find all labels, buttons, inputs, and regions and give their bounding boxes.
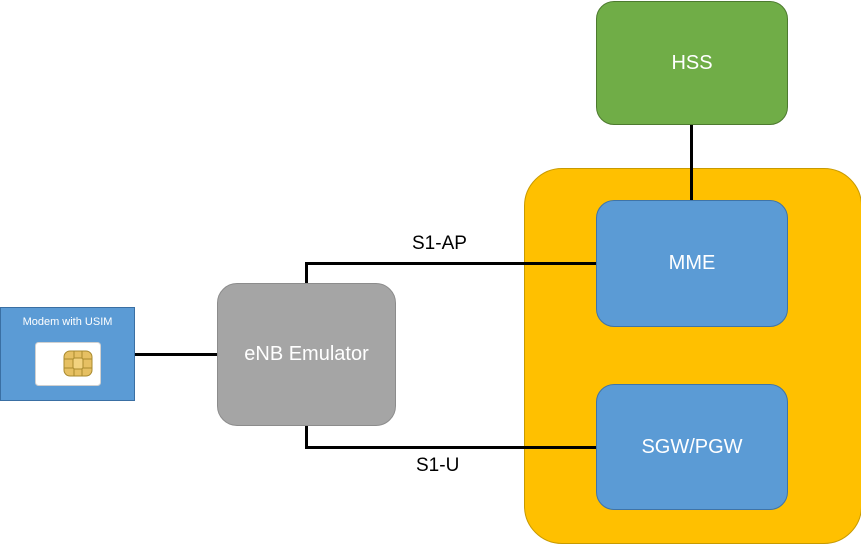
mme-node: MME — [596, 200, 788, 327]
sgw-pgw-label: SGW/PGW — [641, 435, 743, 458]
hss-label: HSS — [671, 51, 713, 74]
s1-ap-link-horizontal — [305, 262, 596, 265]
enb-emulator-label: eNB Emulator — [244, 343, 369, 365]
s1-u-label: S1-U — [416, 455, 460, 476]
sim-card-icon — [35, 342, 101, 386]
hss-node: HSS — [596, 1, 788, 125]
s1-ap-label: S1-AP — [412, 233, 467, 254]
s1-u-link-vertical — [305, 426, 308, 448]
modem-node: Modem with USIM — [0, 307, 135, 401]
modem-enb-link — [135, 353, 217, 356]
mme-label: MME — [668, 252, 716, 274]
s1-ap-link-vertical — [305, 262, 308, 283]
enb-emulator-node: eNB Emulator — [217, 283, 396, 426]
sgw-pgw-node: SGW/PGW — [596, 384, 788, 510]
modem-label: Modem with USIM — [22, 316, 113, 328]
hss-mme-link — [690, 125, 693, 200]
s1-u-link-horizontal — [305, 446, 596, 449]
